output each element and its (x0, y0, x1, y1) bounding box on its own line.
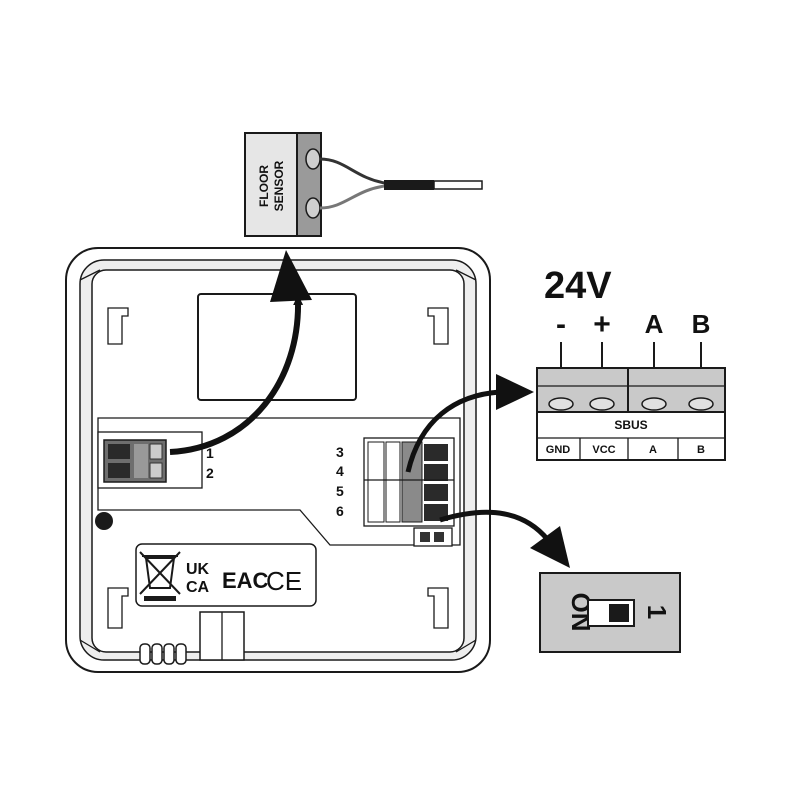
dip-switch-number: 1 (642, 605, 672, 619)
ukca-mark-line2: CA (186, 579, 210, 596)
voltage-label: 24V (544, 265, 612, 307)
floor-sensor-label-line2: SENSOR (272, 160, 286, 211)
sensor-probe (433, 180, 483, 190)
sbus-label-vcc: VCC (592, 444, 615, 456)
arrow-to-dip-switch-head (530, 526, 570, 568)
arrow-to-floor-sensor-head (270, 250, 312, 302)
terminal-number-3: 3 (336, 444, 344, 460)
ce-mark: CE (266, 566, 302, 596)
arrow-to-dip-switch (439, 509, 550, 542)
arrow-to-sbus (405, 389, 501, 473)
bottom-vents (139, 643, 187, 665)
terminal-label-b: B (692, 309, 711, 339)
floor-sensor: FLOOR SENSOR (244, 132, 483, 237)
terminal-number-4: 4 (336, 463, 344, 479)
terminal-label-plus: + (593, 308, 611, 341)
dip-switch-detail: ON 1 (539, 572, 681, 653)
terminal-number-5: 5 (336, 483, 344, 499)
terminal-block-left: 1 2 (97, 431, 214, 489)
reset-hole (95, 512, 113, 530)
terminal-block-right: 3 4 5 6 (336, 437, 455, 547)
sbus-label-a: A (649, 444, 657, 456)
terminal-label-minus: - (556, 308, 566, 341)
arrow-to-floor-sensor (169, 295, 304, 455)
sensor-cable (384, 180, 434, 190)
sbus-title: SBUS (614, 418, 647, 432)
sbus-connector: 24V - + A B SBUS GND VCC A B (536, 265, 726, 461)
floor-sensor-label-line1: FLOOR (257, 165, 271, 207)
terminal-number-6: 6 (336, 503, 344, 519)
dip-switch-toggle (609, 604, 629, 622)
sbus-label-gnd: GND (546, 444, 571, 456)
terminal-label-a: A (645, 309, 664, 339)
terminal-number-2: 2 (206, 465, 214, 481)
weee-bin-icon (139, 551, 181, 601)
certification-label: UK CA EAC CE (135, 543, 317, 607)
sbus-label-b: B (697, 444, 705, 456)
ukca-mark-line1: UK (186, 561, 210, 578)
terminal-number-1: 1 (206, 445, 214, 461)
eac-mark: EAC (222, 568, 269, 593)
arrow-to-sbus-head (496, 374, 534, 410)
